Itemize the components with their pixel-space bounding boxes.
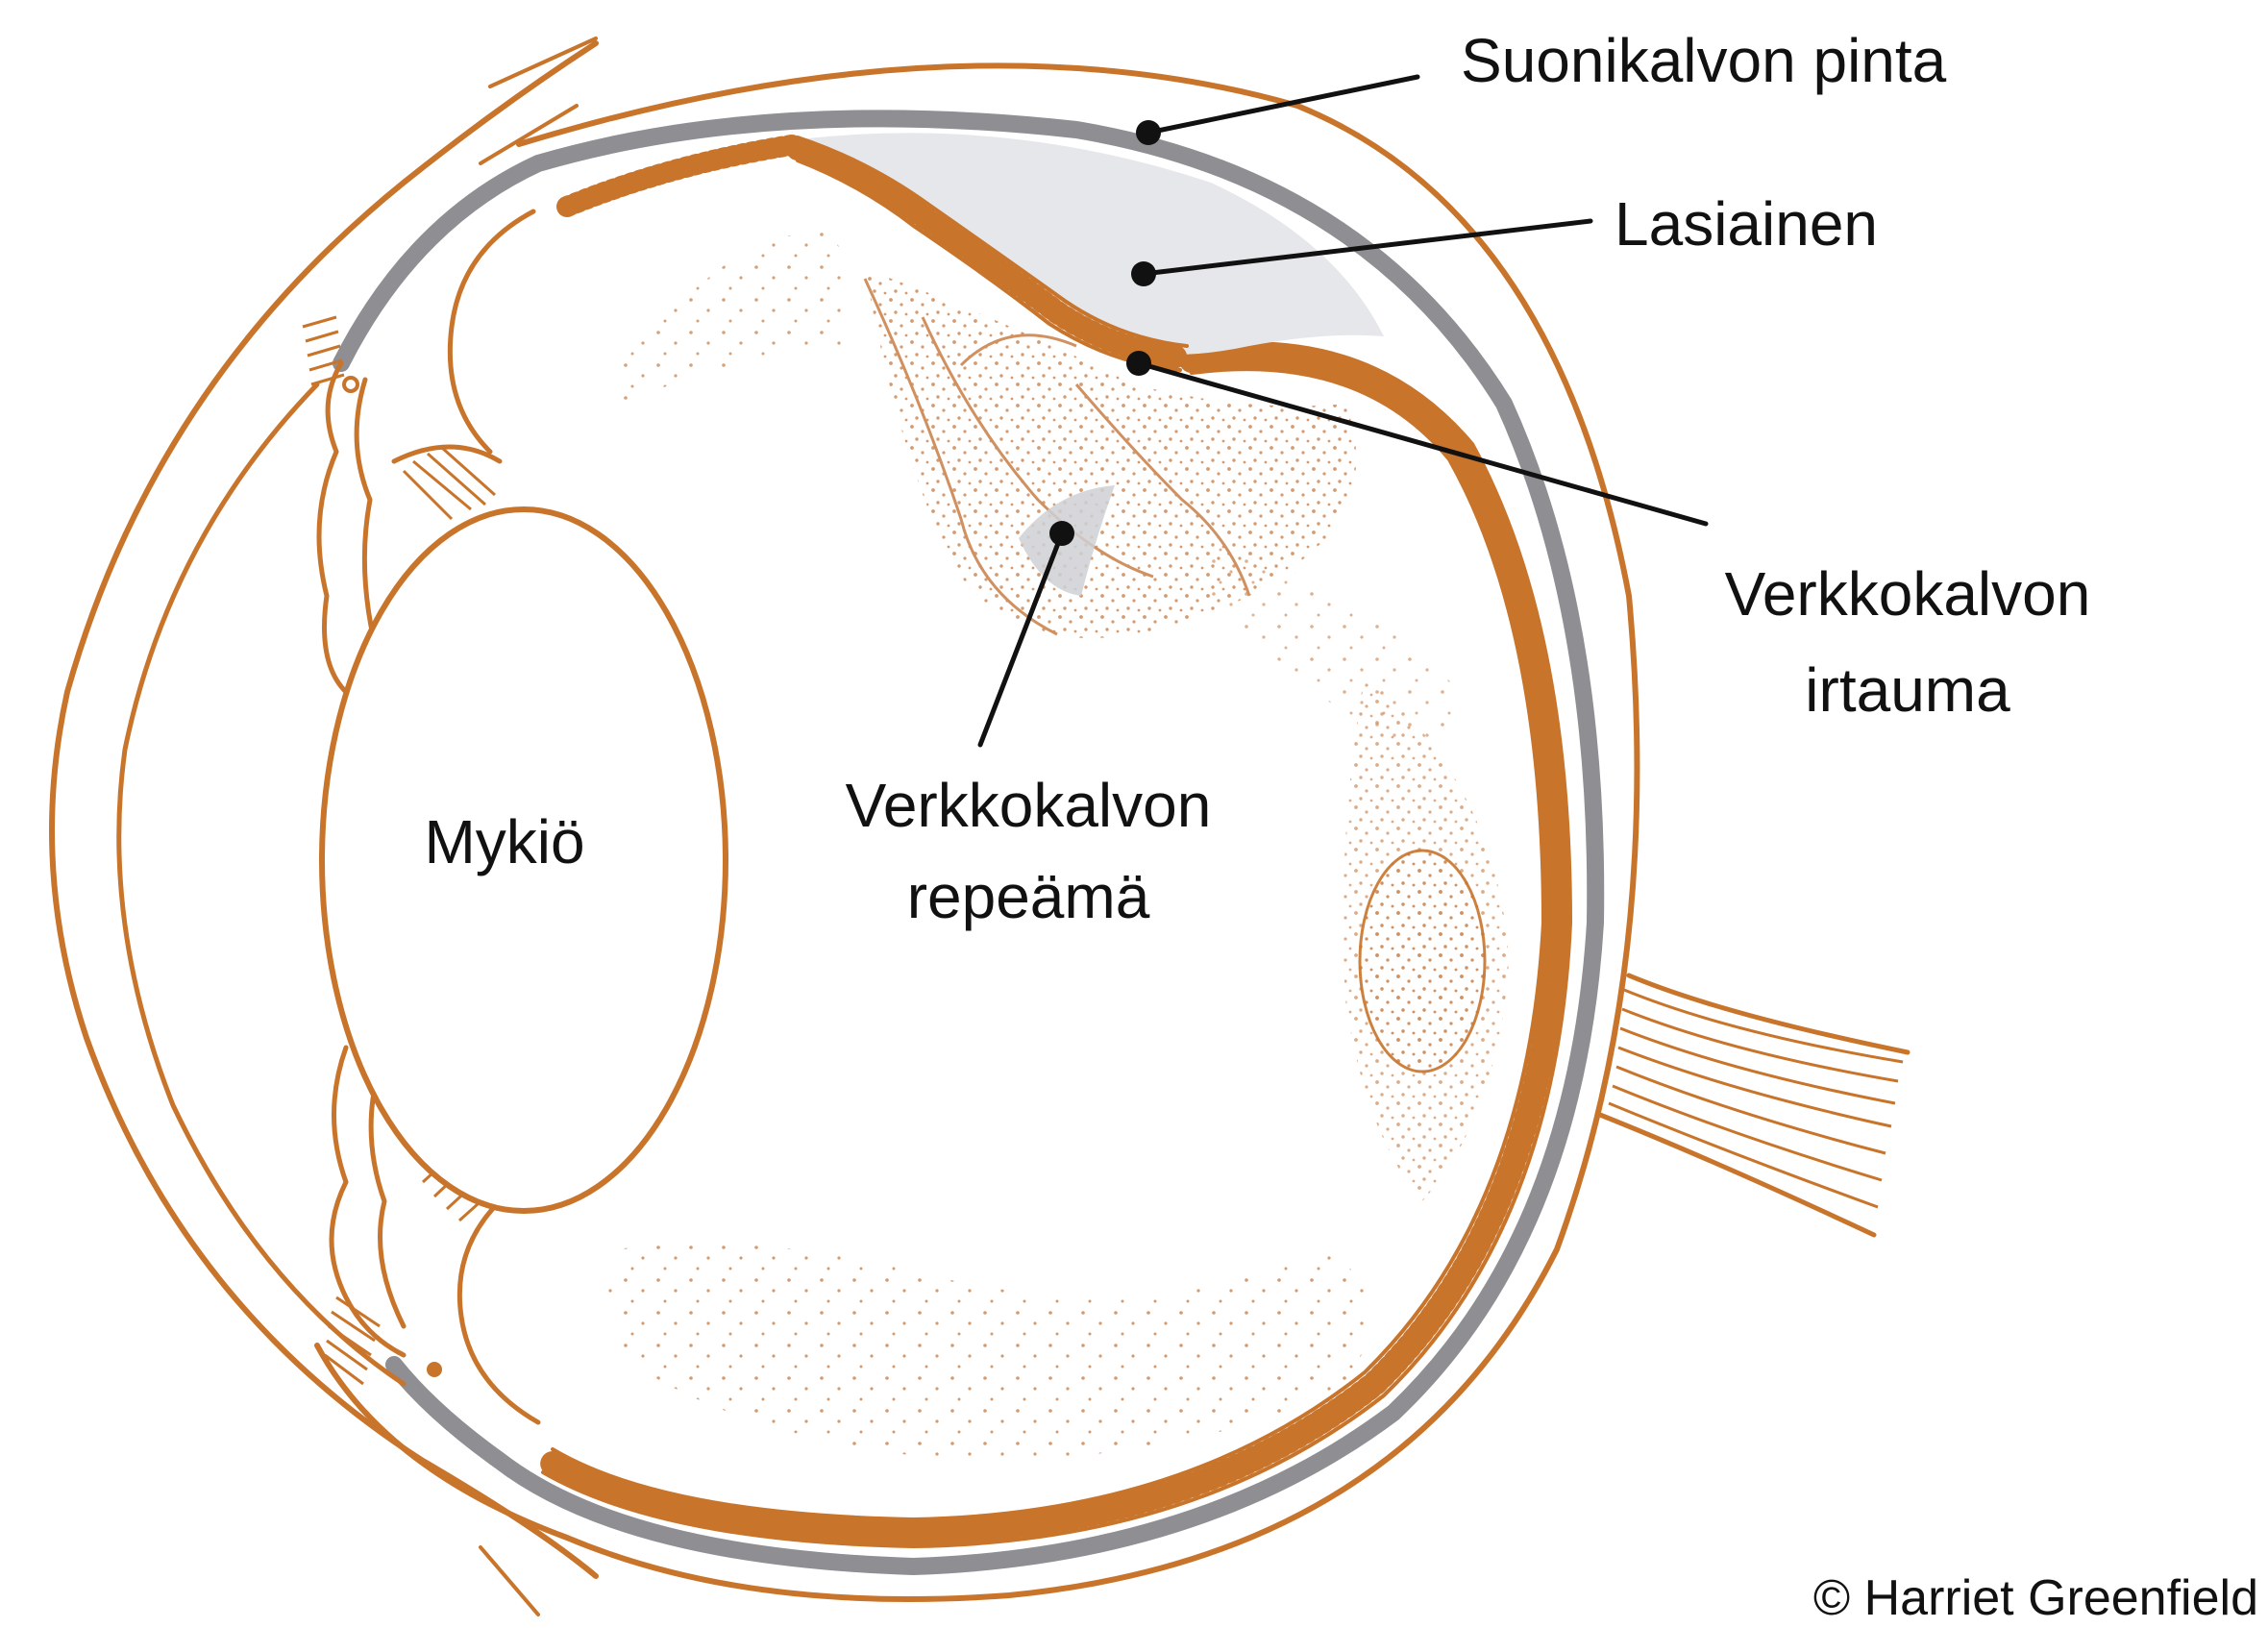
label-lens: Mykiö — [424, 807, 584, 876]
choroid-band — [333, 110, 1605, 1575]
vitreous-stipple — [594, 231, 1509, 1461]
detached-fluid-area — [798, 133, 1384, 355]
label-choroid-surface: Suonikalvon pinta — [1461, 26, 1947, 95]
vitreous-strands — [863, 278, 1251, 636]
label-retinal-tear-line2: repeämä — [907, 862, 1150, 931]
label-retinal-detachment-line1: Verkkokalvon — [1725, 559, 2091, 629]
credit-text: © Harriet Greenfield — [1813, 1570, 2258, 1626]
retina-band — [535, 343, 1569, 1545]
vitreous-marker — [1131, 261, 1156, 286]
optic-disc — [1358, 849, 1487, 1073]
optic-nerve — [1597, 973, 1911, 1238]
iris-upper — [302, 209, 536, 695]
cornea — [49, 37, 599, 1616]
leader-lines — [977, 74, 1709, 748]
label-vitreous: Lasiainen — [1615, 189, 1878, 259]
choroid-surface-marker — [1136, 120, 1161, 145]
sclera-outline — [314, 62, 1640, 1602]
label-retinal-detachment-line2: irtauma — [1805, 655, 2010, 725]
retinal-detachment-marker — [1126, 351, 1151, 376]
retinal-tear-marker — [1049, 521, 1074, 546]
lens — [319, 506, 728, 1214]
detached-retina — [786, 137, 1194, 369]
label-retinal-tear-line1: Verkkokalvon — [846, 771, 1212, 840]
